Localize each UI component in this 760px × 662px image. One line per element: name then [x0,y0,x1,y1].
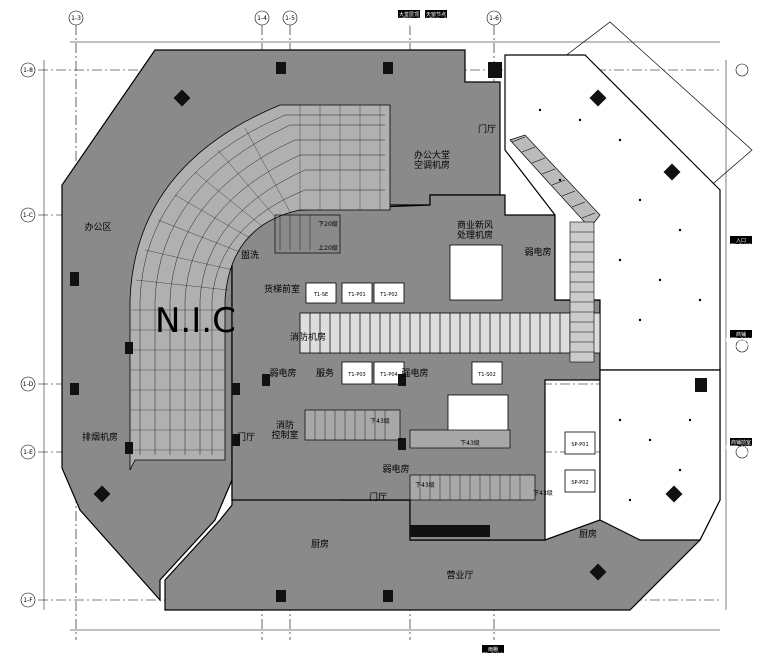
structural-columns [70,62,707,602]
grid-bubbles [20,10,749,608]
room-freight-lobby: 货梯前室 [264,283,300,295]
ceiling-fixtures [538,108,702,502]
lift-shafts [305,282,596,493]
svg-text:T1-P03: T1-P03 [347,372,365,378]
svg-text:下43级: 下43级 [460,439,480,447]
svg-text:SP-P01: SP-P01 [571,442,588,448]
escalator [299,312,601,354]
lift-tags: T1-SE T1-P01 T1-P02 T1-P03 T1-P04 T1-S02… [313,292,589,486]
svg-text:T1-SE: T1-SE [313,292,328,298]
room-gate-hall-top: 门厅 [478,123,496,135]
facade-hatch [569,221,595,363]
room-gate-lower: 门厅 [369,491,387,503]
lower-stairs [274,214,536,501]
grid-labels: 1-3 1-4 1-5 1-6 1-8 1-C 1-D 1-E 1-F [23,15,499,604]
room-kitchen-right: 厨房 [579,528,597,540]
room-commercial-fan: 商业新风处理机房 [457,219,493,241]
room-gate-left: 门厅 [237,431,255,443]
callout-tags [398,10,752,653]
svg-text:下43级: 下43级 [533,489,553,497]
room-elec-right: 弱电房 [524,246,551,258]
svg-text:1-8: 1-8 [23,67,33,74]
svg-text:SP-P02: SP-P02 [571,480,588,486]
svg-text:1-C: 1-C [23,212,33,219]
room-elec-lower: 弱电房 [382,463,409,475]
room-smoke-room: 排烟机房 [82,431,118,443]
room-office-area: 办公区 [84,221,111,233]
room-weak-elec: 弱电房 [269,367,296,379]
svg-text:上20级: 上20级 [318,244,338,252]
svg-text:T1-P04: T1-P04 [379,372,397,378]
room-labels: 办公区 办公大堂空调机房 门厅 商业新风处理机房 弱电房 盥洗 货梯前室 消防机… [82,123,597,581]
svg-text:1-4: 1-4 [257,15,267,22]
room-office-lobby-ac: 办公大堂空调机房 [414,149,450,171]
svg-text:下43级: 下43级 [415,481,435,489]
stair-labels: 下20级 上20级 下43级 下43级 下43级 下43级 [318,220,553,497]
room-elec-mid: 强电房 [401,367,428,379]
room-business-hall: 营业厅 [446,569,473,581]
shop-area-lower [599,369,721,541]
svg-text:1-5: 1-5 [285,15,295,22]
svg-text:1-6: 1-6 [489,15,499,22]
dimension-lines [43,41,727,631]
svg-text:下43级: 下43级 [370,417,390,425]
svg-text:1-3: 1-3 [71,15,81,22]
room-service: 服务 [316,367,334,379]
svg-text:1-E: 1-E [23,449,33,456]
svg-text:1-D: 1-D [23,381,34,388]
svg-text:1-F: 1-F [23,597,33,604]
svg-text:T1-P01: T1-P01 [347,292,365,298]
room-toilet: 盥洗 [241,249,259,261]
room-kitchen-left: 厨房 [311,538,329,550]
room-hand-room: 消防控制室 [271,419,298,441]
curved-staircase [129,104,391,471]
room-fire-pump: 消防机房 [290,331,326,343]
nic-label: N.I.C [155,301,236,341]
ramp-hatch [509,134,601,229]
svg-text:T1-S02: T1-S02 [477,372,496,378]
svg-text:T1-P02: T1-P02 [379,292,397,298]
service-rooms [447,244,509,436]
svg-text:下20级: 下20级 [318,220,338,228]
